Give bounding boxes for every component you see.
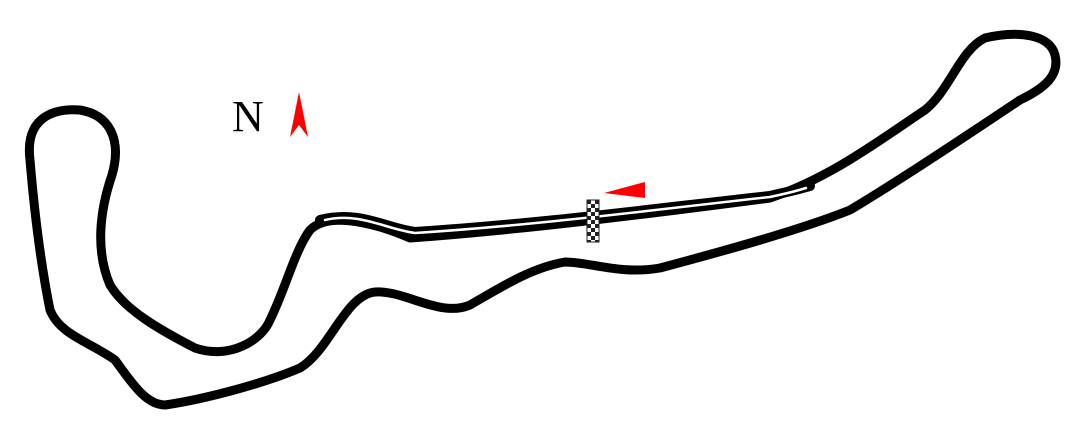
north-arrow-icon <box>290 92 308 137</box>
track-outline <box>24 29 1061 410</box>
start-finish-line <box>586 199 600 243</box>
direction-arrow-icon <box>604 182 645 198</box>
north-label: N <box>232 92 264 141</box>
pit-lane-gap <box>323 186 808 235</box>
